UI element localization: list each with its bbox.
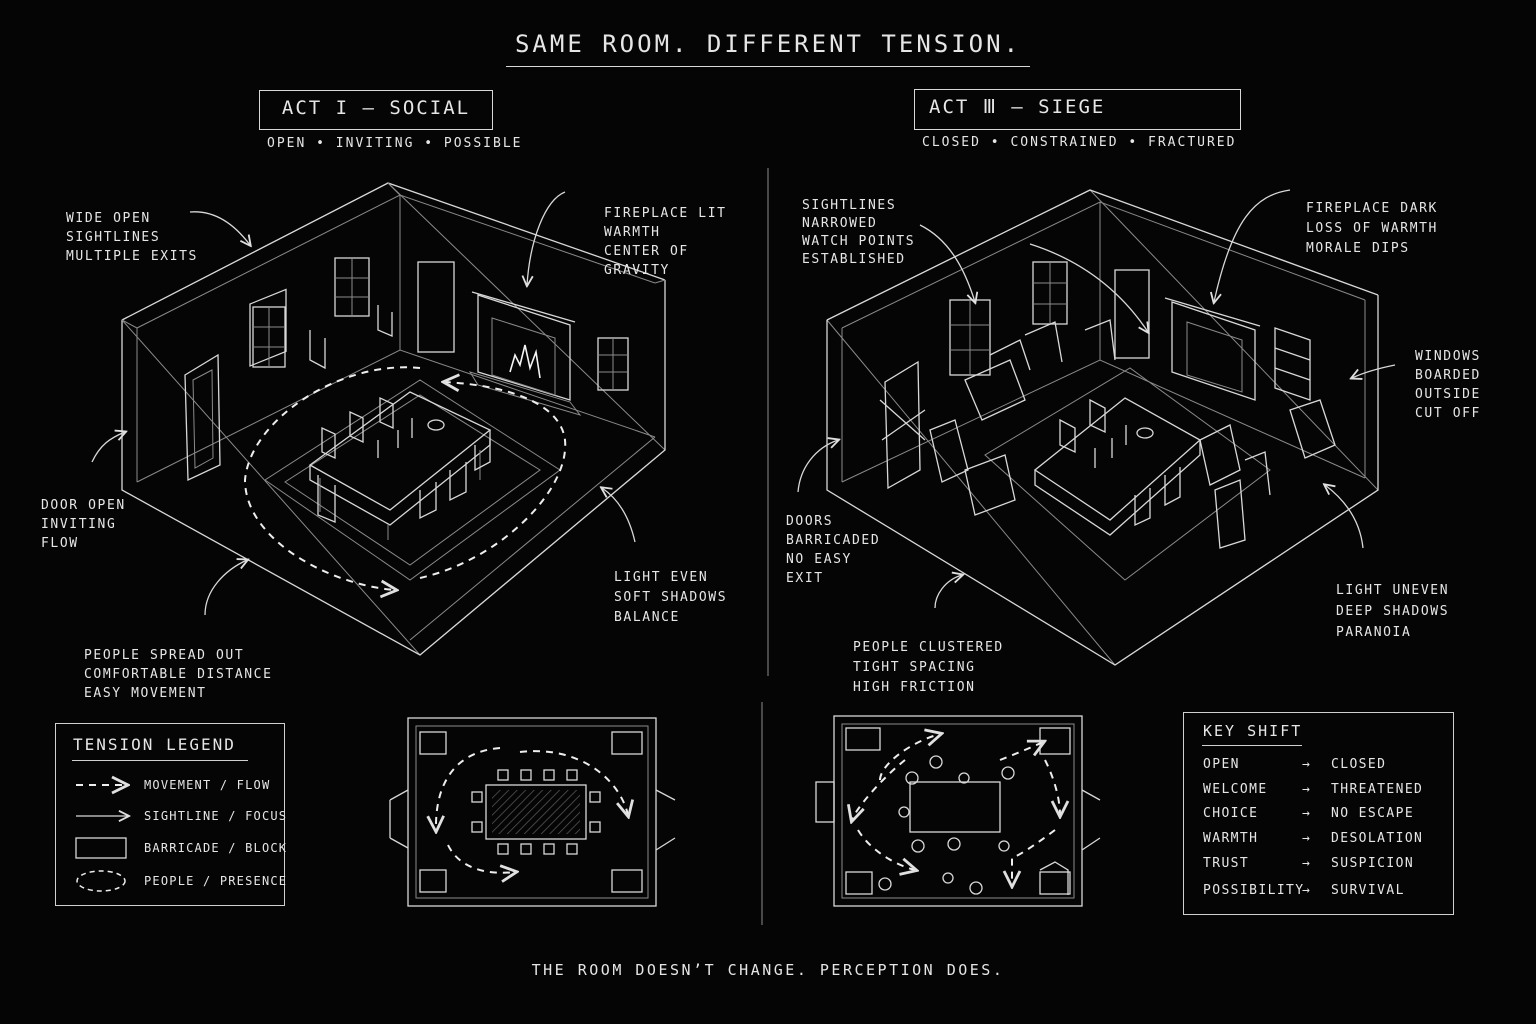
legend-item-movement: Movement / Flow <box>144 778 271 792</box>
key-shift-row: Welcome→Threatened <box>1203 781 1424 797</box>
title-underline <box>506 66 1030 67</box>
key-shift-row: Possibility→Survival <box>1203 883 1405 898</box>
act3-note-doors: Doorsbarricadedno easyexit <box>786 514 881 586</box>
tension-legend <box>55 723 285 906</box>
footer-caption: The room doesn’t change. Perception does… <box>531 961 1005 979</box>
act3-note-light: Light unevendeep shadowsparanoia <box>1336 583 1450 640</box>
act3-room <box>797 189 1396 666</box>
act3-tagline: Closed • Constrained • Fractured <box>922 135 1237 150</box>
act1-note-people: People spread outcomfortable distanceeas… <box>84 648 273 701</box>
legend-icons <box>75 785 128 892</box>
legend-item-people: People / Presence <box>144 874 288 888</box>
act3-floor-plan <box>815 715 1101 907</box>
key-shift-underline <box>1202 745 1302 746</box>
key-shift-list: Open→Closed Welcome→Threatened Choice→No… <box>1203 757 1443 907</box>
legend-title: Tension Legend <box>73 735 236 754</box>
arrow-right-icon: → <box>1302 806 1312 821</box>
legend-item-sightline: Sightline / Focus <box>144 809 288 823</box>
key-shift-row: Open→Closed <box>1203 757 1387 772</box>
key-shift-row: Warmth→Desolation <box>1203 830 1424 846</box>
act1-note-fireplace: Fireplace litwarmthcenter ofgravity <box>604 206 727 278</box>
act1-note-sightlines: Wide opensightlinesmultiple exits <box>66 211 198 264</box>
arrow-right-icon: → <box>1302 883 1312 898</box>
act1-note-light: Light evensoft shadowsbalance <box>614 570 728 625</box>
act3-note-sightlines: Sightlinesnarrowedwatch pointsestablishe… <box>802 198 916 267</box>
key-shift-panel <box>1183 712 1454 915</box>
arrow-right-icon: → <box>1302 830 1312 846</box>
arrow-right-icon: → <box>1302 757 1312 772</box>
legend-title-underline <box>72 760 248 761</box>
act3-note-fireplace: Fireplace darkloss of warmthmorale dips <box>1306 201 1438 256</box>
act3-note-windows: Windowsboardedoutsidecut off <box>1415 349 1481 421</box>
page-title: Same room. Different tension. <box>514 30 1022 58</box>
act1-label: Act I – Social <box>259 90 493 130</box>
act3-label: Act Ⅲ – Siege <box>914 89 1241 130</box>
key-shift-row: Choice→No escape <box>1203 806 1415 821</box>
act1-room <box>91 182 666 656</box>
arrow-right-icon: → <box>1302 856 1312 871</box>
act1-note-door: Door openinvitingflow <box>41 498 126 551</box>
act1-floor-plan <box>389 717 676 907</box>
arrow-right-icon: → <box>1302 781 1312 797</box>
act3-note-people: People clusteredtight spacinghigh fricti… <box>853 640 1004 695</box>
act1-tagline: Open • Inviting • Possible <box>267 136 523 151</box>
legend-item-barricade: Barricade / Block <box>144 841 288 855</box>
key-shift-row: Trust→Suspicion <box>1203 856 1415 871</box>
key-shift-title: Key Shift <box>1203 722 1303 740</box>
